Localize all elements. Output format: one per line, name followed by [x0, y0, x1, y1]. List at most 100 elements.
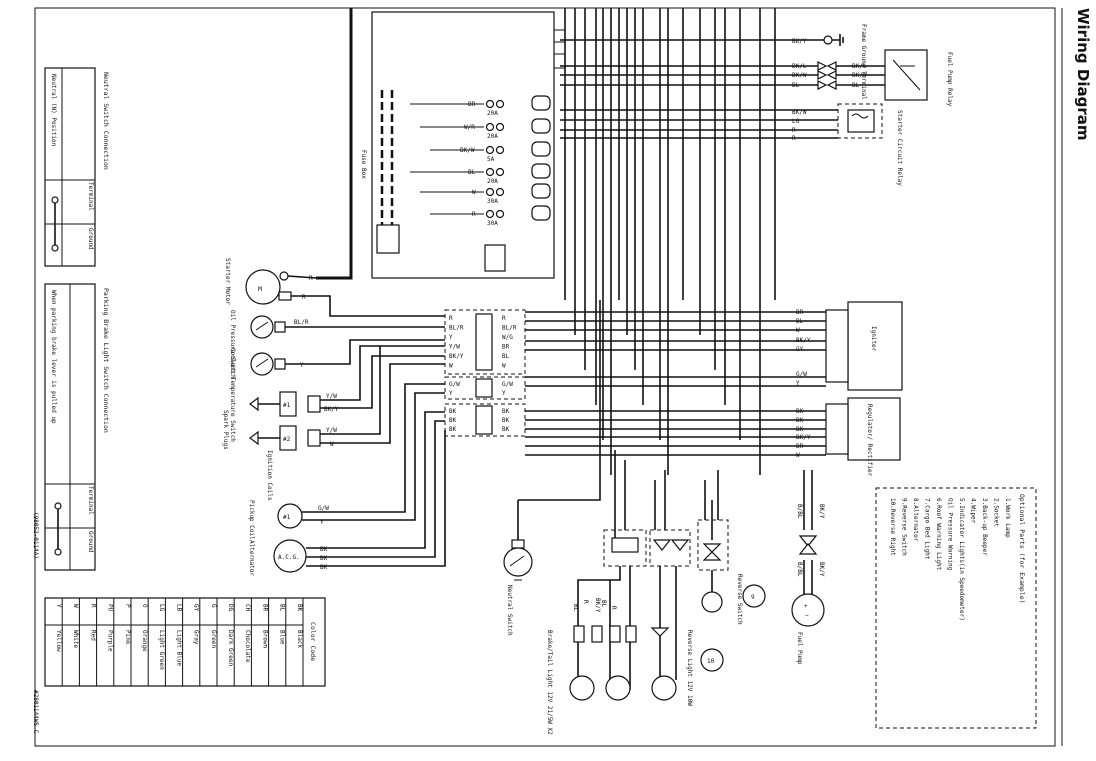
svg-text:BK: BK: [320, 546, 328, 553]
svg-text:BR: BR: [796, 443, 804, 450]
connector-pin-label: W: [502, 363, 506, 370]
spark-plugs-label: Spark Plugs: [222, 410, 229, 450]
svg-text:+: +: [804, 603, 808, 610]
fuse-rating: 20A: [487, 133, 498, 140]
fuse-rating: 5A: [487, 156, 495, 163]
svg-text:LG: LG: [792, 118, 800, 125]
color-code-table: Color Code BKBlackBLBlueBRBrownCHChocola…: [44, 597, 326, 687]
connector-pin-label: G/W: [502, 381, 513, 388]
pickup-coil: #1 G/W Y Pickup Coil: [248, 383, 445, 540]
svg-text:R: R: [302, 294, 306, 301]
neutral-switch-label: Neutral Switch: [506, 585, 513, 636]
fuel-pump-relay-label: Fuel Pump Relay: [946, 52, 953, 107]
terminal-dot: [51, 196, 59, 204]
svg-text:BK/Y: BK/Y: [796, 337, 811, 344]
color-name: Red: [89, 630, 96, 641]
svg-text:BL: BL: [600, 600, 607, 608]
page-title: Wiring Diagram: [1074, 8, 1092, 140]
svg-text:B/BL: B/BL: [796, 504, 803, 519]
svg-text:Y/W: Y/W: [326, 427, 337, 434]
color-code: P: [124, 604, 131, 608]
connector-pin-label: Y/W: [449, 344, 460, 351]
fuse-wire-label: BL: [468, 169, 476, 176]
optional-part-item: 1.Work Lamp: [1004, 498, 1011, 538]
svg-text:BL: BL: [852, 82, 860, 89]
color-code: LB: [175, 604, 182, 612]
optional-part-item: 3.Back-up Beeper: [981, 498, 988, 556]
color-code: CH: [244, 604, 251, 612]
svg-text:BK/Y: BK/Y: [594, 598, 601, 613]
connector-pin-label: W/G: [502, 334, 513, 341]
svg-text:R: R: [582, 600, 589, 604]
ignition-coil-2: #2 Y/W W: [249, 346, 445, 451]
fuel-pump: + − BK/Y B/BL BK/Y B/BL Fuel Pump: [791, 470, 825, 665]
ground-dot: [51, 244, 59, 252]
parking-brake-row-label: When parking brake lever is pulled up: [50, 290, 57, 424]
svg-text:A.C.G.: A.C.G.: [278, 554, 300, 561]
connector-pin-label: W: [449, 363, 453, 370]
coolant-temperature-switch: Y Coolant Temperature Switch: [229, 339, 445, 442]
svg-text:GY: GY: [796, 346, 804, 353]
document-code: #2801144WS C: [32, 690, 39, 734]
reverse-switch-callout: [742, 584, 766, 608]
starter-relay-label: Starter Circuit Relay: [896, 110, 903, 186]
fuse-rating: 30A: [487, 220, 498, 227]
pickup-connector: G/WYG/WY: [444, 376, 526, 400]
svg-text:BK: BK: [796, 417, 804, 424]
alternator: A.C.G. BK BK BK Alternator: [248, 411, 446, 577]
color-name: Purple: [107, 630, 114, 652]
svg-text:R: R: [610, 606, 617, 610]
fuse-wire-label: BR: [468, 101, 476, 108]
starter-motor: M R R Starter Motor: [224, 258, 445, 317]
connector-pin-label: R: [449, 315, 453, 322]
connector-pin-label: BK: [449, 426, 457, 433]
color-code: GY: [193, 604, 200, 612]
fuse-box: [371, 11, 555, 279]
reverse-light-callout: [700, 648, 724, 672]
ignition-coils-label: Ignition Coils: [266, 450, 273, 501]
optional-part-item: 8.Alternator: [912, 498, 919, 542]
svg-text:10: 10: [707, 658, 715, 665]
connector-pin-label: R: [502, 315, 506, 322]
optional-parts-box: Optional Parts (for Example) 1.Work Lamp…: [875, 487, 1037, 729]
connector-pin-label: BL/R: [502, 325, 517, 332]
svg-text:W: W: [330, 441, 334, 448]
parking-brake-connection-table: Parking Brake Light Switch Connection Wh…: [32, 283, 110, 571]
svg-text:BK: BK: [320, 555, 328, 562]
optional-part-item: 5.Indicator Lights(in Speedometer): [958, 498, 965, 621]
svg-text:BK/Y: BK/Y: [818, 562, 825, 577]
svg-text:#1: #1: [283, 402, 291, 409]
reverse-light-label: Reverse Light 12V 10W: [686, 630, 693, 706]
reverse-switch-label: Reverse Switch: [736, 574, 743, 625]
frame-ground-label: Frame Ground Terminal: [860, 24, 867, 100]
fuse-box-connector: [376, 224, 400, 254]
connector-pin-label: BL/R: [449, 325, 464, 332]
fuel-pump-label: Fuel Pump: [796, 632, 803, 665]
svg-text:BL: BL: [792, 82, 800, 89]
color-name: Brown: [261, 630, 268, 648]
neutral-switch-connection-table: Neutral Switch Connection Neutral (N) Po…: [44, 67, 110, 267]
svg-text:BK/L: BK/L: [792, 63, 807, 70]
fuse-rating: 30A: [487, 198, 498, 205]
svg-text:B/BL: B/BL: [796, 562, 803, 577]
optional-part-item: 2.Socket: [993, 498, 1000, 527]
alternator-label: Alternator: [248, 540, 255, 577]
svg-text:BK/Y: BK/Y: [796, 434, 811, 441]
svg-text:R: R: [792, 127, 796, 134]
svg-text:W: W: [796, 327, 800, 334]
svg-text:BK/L: BK/L: [852, 63, 867, 70]
color-code: W: [72, 604, 79, 608]
fuse-slot: [531, 163, 551, 179]
fuse-wire-label: W/R: [464, 124, 475, 131]
starter-motor-label: Starter Motor: [224, 258, 231, 305]
fuse-rating: 20A: [487, 178, 498, 185]
svg-text:G/W: G/W: [318, 505, 329, 512]
